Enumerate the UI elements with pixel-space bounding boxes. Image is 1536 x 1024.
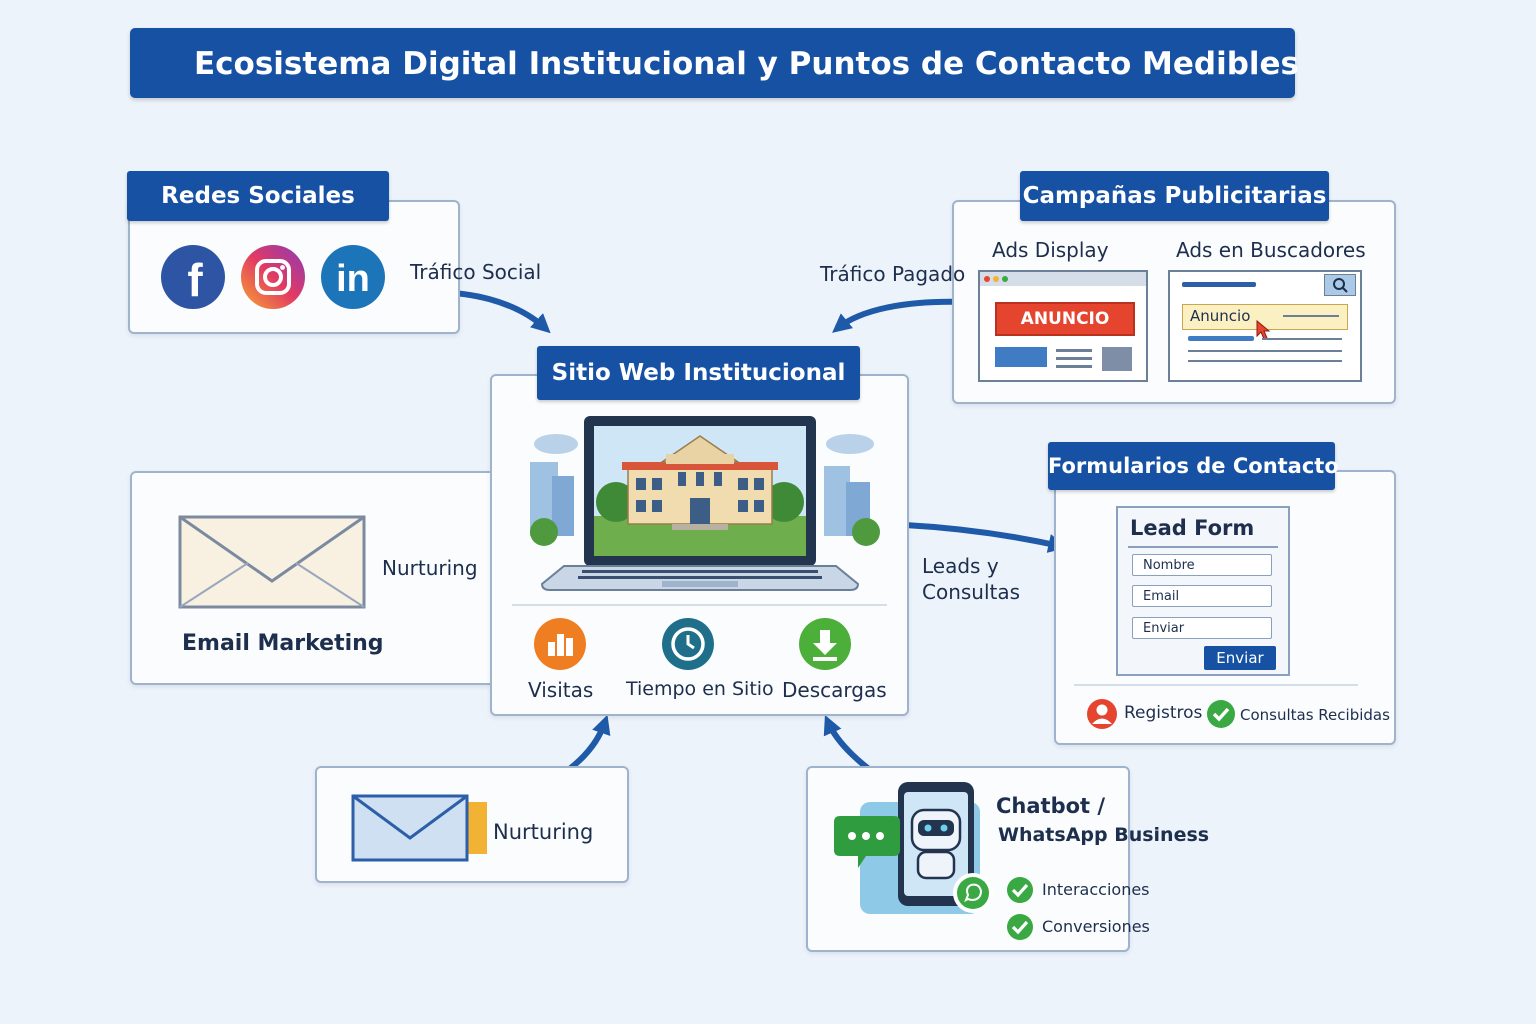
email-nurturing-label: Nurturing	[382, 556, 478, 580]
ads-display-label: Ads Display	[992, 238, 1109, 262]
text-line	[1056, 357, 1092, 360]
browser-dot-icon	[993, 276, 999, 282]
email-field[interactable]: Email	[1132, 585, 1272, 607]
nurture-label: Nurturing	[493, 820, 594, 844]
registrations-label: Registros	[1124, 703, 1203, 723]
linkedin-icon[interactable]: in	[320, 244, 386, 314]
metric-time-label: Tiempo en Sitio	[626, 678, 774, 700]
paid-traffic-label: Tráfico Pagado	[820, 262, 966, 286]
envelope-icon	[178, 515, 366, 613]
text-line	[1262, 338, 1342, 340]
email-panel: Email Marketing	[130, 471, 496, 685]
submit-button[interactable]: Enviar	[1204, 646, 1276, 670]
ads-title: Campañas Publicitarias	[1022, 183, 1327, 209]
leads-arrow	[902, 522, 1068, 553]
search-bar-line	[1182, 282, 1256, 287]
website-tab: Sitio Web Institucional	[537, 346, 860, 400]
search-ad-result[interactable]: Anuncio	[1182, 304, 1348, 330]
laptop-illustration	[512, 406, 888, 595]
social-traffic-label: Tráfico Social	[410, 260, 542, 284]
ads-panel: Ads Display Ads en Buscadores ANUNCIO An…	[952, 200, 1396, 404]
image-placeholder-icon	[995, 347, 1047, 367]
check-icon	[1206, 699, 1236, 729]
browser-dot-icon	[1002, 276, 1008, 282]
text-line	[1188, 336, 1254, 341]
social-tab: Redes Sociales	[127, 171, 389, 221]
svg-text:in: in	[336, 258, 370, 300]
metric-visits-label: Visitas	[528, 678, 594, 702]
page-title-bar: Ecosistema Digital Institucional y Punto…	[130, 28, 1299, 98]
svg-text:f: f	[187, 254, 203, 306]
forms-title: Formularios de Contacto	[1048, 454, 1339, 478]
text-line	[1056, 349, 1092, 352]
social-panel: f in	[128, 200, 460, 334]
display-ad-browser: ANUNCIO	[978, 270, 1148, 382]
website-panel: Visitas Tiempo en Sitio Descargas	[490, 374, 909, 716]
chatbot-phone-illustration	[834, 780, 996, 932]
website-title: Sitio Web Institucional	[551, 360, 846, 386]
display-banner[interactable]: ANUNCIO	[995, 302, 1135, 336]
clock-icon	[660, 616, 716, 672]
whatsapp-icon[interactable]	[952, 872, 994, 914]
instagram-icon[interactable]	[240, 244, 306, 314]
name-field[interactable]: Nombre	[1132, 554, 1272, 576]
social-title: Redes Sociales	[161, 183, 355, 209]
leads-label-2: Consultas	[922, 580, 1021, 604]
text-line	[1188, 360, 1342, 362]
text-line	[1188, 350, 1342, 352]
browser-bar	[980, 272, 1146, 286]
inquiries-label: Consultas Recibidas	[1240, 706, 1390, 724]
cursor-icon	[1256, 319, 1272, 344]
message-field[interactable]: Enviar	[1132, 617, 1272, 639]
lead-form-title: Lead Form	[1130, 516, 1255, 540]
chatbot-title-1: Chatbot /	[996, 794, 1106, 818]
envelope-icon	[351, 794, 491, 866]
leads-label-1: Leads y	[922, 554, 999, 578]
image-placeholder-icon	[1102, 347, 1132, 371]
user-icon	[1086, 698, 1118, 730]
metric-downloads-label: Descargas	[782, 678, 887, 702]
forms-panel: Lead Form Nombre Email Enviar Enviar Reg…	[1054, 470, 1396, 745]
ads-tab: Campañas Publicitarias	[1020, 171, 1329, 221]
chatbot-title-2: WhatsApp Business	[998, 824, 1210, 846]
page-title: Ecosistema Digital Institucional y Punto…	[194, 46, 1300, 82]
bar-chart-icon	[532, 616, 588, 672]
check-icon	[1006, 876, 1034, 904]
check-icon	[1006, 913, 1034, 941]
divider	[1074, 684, 1358, 686]
browser-dot-icon	[984, 276, 990, 282]
email-marketing-label: Email Marketing	[182, 631, 384, 656]
lead-form: Lead Form Nombre Email Enviar Enviar	[1116, 506, 1290, 676]
conversions-label: Conversiones	[1042, 917, 1150, 936]
search-ad-result-text: Anuncio	[1190, 307, 1251, 325]
divider	[512, 604, 887, 606]
divider	[1128, 546, 1278, 548]
nurture-panel: Nurturing	[315, 766, 629, 883]
paid-traffic-arrow	[832, 298, 968, 333]
text-line	[1283, 315, 1339, 317]
download-icon	[797, 616, 853, 672]
facebook-icon[interactable]: f	[160, 244, 226, 314]
forms-tab: Formularios de Contacto	[1048, 442, 1339, 490]
search-ad-browser: Anuncio	[1168, 270, 1362, 382]
search-icon[interactable]	[1324, 274, 1356, 296]
text-line	[1056, 365, 1092, 368]
chatbot-panel: Chatbot / WhatsApp Business Interaccione…	[806, 766, 1209, 952]
ads-search-label: Ads en Buscadores	[1176, 238, 1366, 262]
interactions-label: Interacciones	[1042, 880, 1150, 899]
